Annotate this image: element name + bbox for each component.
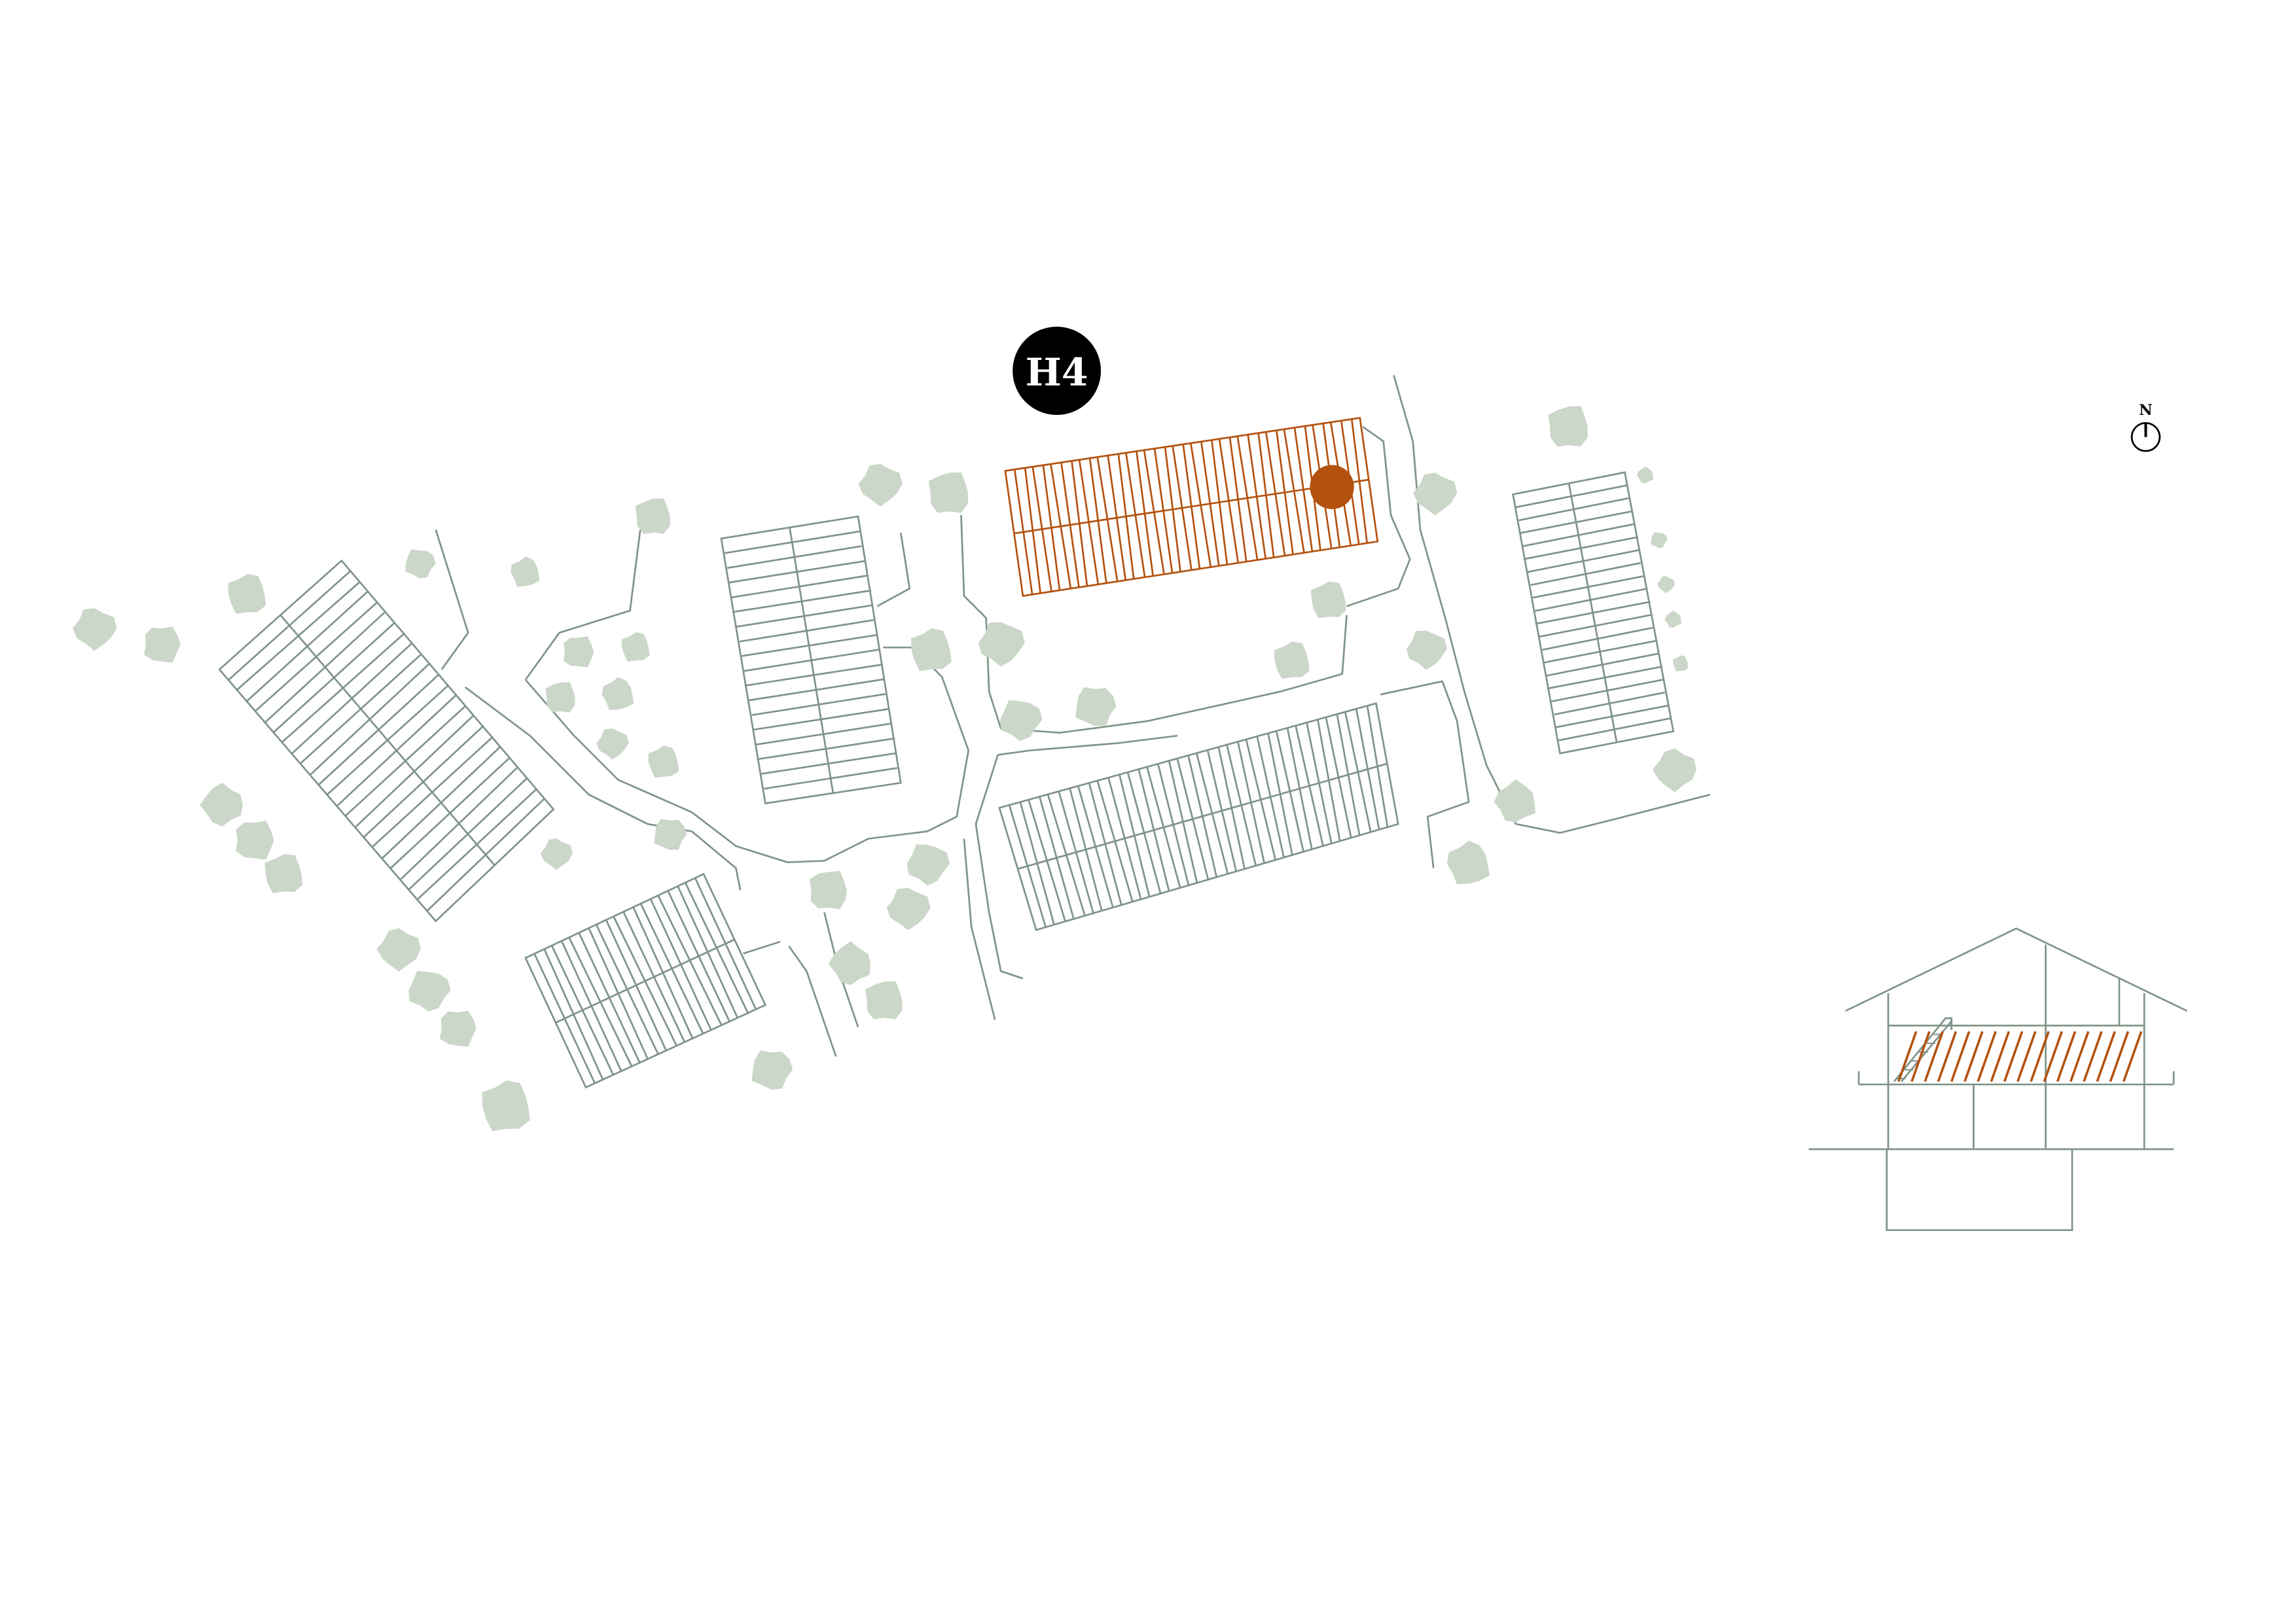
tree-icon [886, 887, 931, 931]
footpath [1393, 374, 1711, 834]
building[interactable] [998, 702, 1399, 931]
footpath [960, 514, 1348, 734]
tree-icon [1652, 748, 1696, 793]
footpath [464, 686, 742, 891]
tree-icon [511, 556, 540, 587]
footpath [743, 940, 781, 955]
tree-icon [648, 745, 679, 778]
building[interactable] [720, 515, 902, 805]
north-label: N [2139, 402, 2153, 419]
tree-icon [1274, 641, 1310, 679]
tree-icon [482, 1080, 530, 1132]
tree-icon [545, 682, 575, 713]
tree-icon [540, 838, 573, 870]
tree-icon [601, 677, 634, 710]
tree-icon [1446, 840, 1490, 885]
footpath [435, 529, 469, 670]
tree-icon [911, 628, 952, 671]
tree-icon [1413, 473, 1458, 516]
tree-icon [858, 463, 903, 507]
footpath [524, 646, 970, 863]
tree-icon [809, 870, 847, 910]
tree-icon [828, 941, 870, 986]
tree-icon [1657, 576, 1675, 594]
buildings [218, 417, 1675, 1089]
tree-icon [1651, 532, 1668, 548]
tree-icon [376, 928, 421, 972]
building-badge[interactable]: H4 [1013, 327, 1102, 416]
footpath [997, 734, 1178, 756]
north-arrow: N [2130, 402, 2161, 452]
tree-icon [906, 844, 950, 886]
building[interactable] [1512, 471, 1675, 755]
building[interactable] [524, 872, 767, 1089]
tree-icon [73, 608, 117, 651]
footpath [524, 529, 641, 681]
tree-icon [408, 971, 451, 1012]
footpath [1380, 680, 1470, 868]
tree-icon [200, 782, 243, 827]
tree-icon [865, 981, 903, 1020]
tree-icon [999, 700, 1043, 741]
tree-icon [928, 472, 969, 513]
tree-icon [1075, 687, 1117, 726]
selected-unit-marker[interactable] [1310, 465, 1354, 509]
tree-icon [1664, 610, 1681, 628]
tree-icon [236, 821, 274, 860]
footpath [1346, 425, 1411, 607]
tree-icon [978, 622, 1025, 667]
footpath [963, 838, 996, 1020]
tree-icon [1494, 779, 1535, 823]
building[interactable] [218, 559, 555, 923]
tree-icon [751, 1050, 793, 1090]
tree-icon [621, 632, 650, 662]
building-section [1808, 927, 2187, 1232]
footpath [975, 755, 1024, 980]
tree-icon [596, 728, 629, 760]
trees [73, 406, 1696, 1132]
tree-icon [1548, 406, 1588, 447]
highlighted-building[interactable] [1004, 417, 1379, 597]
tree-icon [1636, 466, 1653, 484]
badge-label: H4 [1026, 349, 1088, 395]
tree-icon [264, 853, 303, 894]
tree-icon [1406, 630, 1448, 670]
tree-icon [228, 574, 266, 615]
tree-icon [1310, 581, 1346, 618]
footpath [788, 945, 837, 1057]
tree-icon [405, 549, 436, 579]
tree-icon [144, 626, 181, 663]
highlight-hatch [1897, 1031, 2143, 1082]
tree-icon [563, 636, 594, 668]
footpath [876, 532, 911, 607]
tree-icon [654, 819, 687, 850]
tree-icon [440, 1010, 476, 1047]
tree-icon [1673, 655, 1689, 671]
tree-icon [635, 498, 670, 535]
